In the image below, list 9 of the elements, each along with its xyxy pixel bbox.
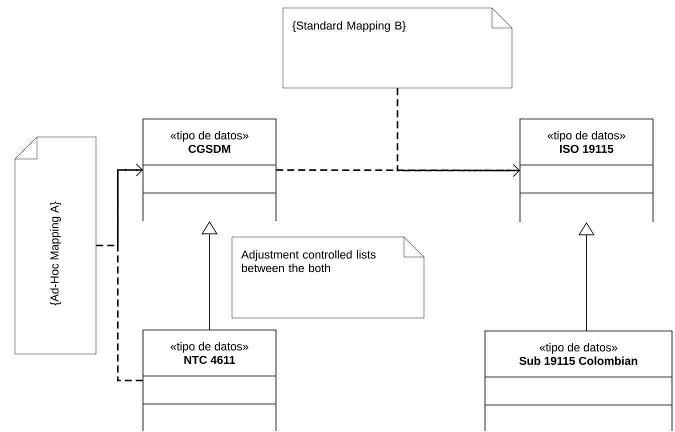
- class-box: «tipo de datos» Sub 19115 Colombian: [484, 330, 672, 432]
- class-box: «tipo de datos» NTC 4611: [142, 330, 276, 432]
- class-box: «tipo de datos» ISO 19115: [520, 118, 654, 222]
- note-box: Adjustment controlled lists between the both: [232, 236, 424, 318]
- dashed-arrow: [396, 88, 520, 177]
- dashed-arrow: [96, 164, 143, 246]
- class-box: «tipo de datos» CGSDM: [142, 118, 276, 222]
- note-box: {Ad-Hoc Mapping A}: [14, 136, 96, 354]
- note-box: {Standard Mapping B}: [282, 8, 512, 88]
